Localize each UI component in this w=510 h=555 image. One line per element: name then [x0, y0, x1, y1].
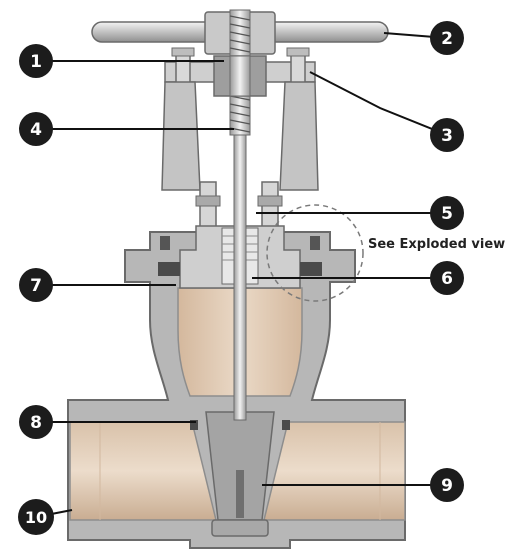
- stem-nut: [213, 55, 267, 97]
- callout-10: 10: [18, 499, 54, 535]
- yoke: [161, 47, 319, 191]
- callout-10-label: 10: [25, 508, 47, 527]
- callout-8-label: 8: [30, 413, 42, 433]
- callout-9: 9: [430, 468, 464, 502]
- callout-2: 2: [430, 21, 464, 55]
- callout-1-label: 1: [30, 52, 42, 72]
- callout-7-label: 7: [30, 276, 42, 296]
- seat-rings: [190, 420, 290, 430]
- callout-6-label: 6: [441, 269, 453, 289]
- bottom-cap: [211, 519, 269, 537]
- callout-2-label: 2: [441, 29, 453, 49]
- leader-lines: [35, 32, 448, 518]
- exploded-view-circle: [266, 204, 364, 302]
- callout-6: 6: [430, 261, 464, 295]
- callout-3-label: 3: [441, 126, 453, 146]
- pipe-ends: [69, 421, 406, 521]
- callout-7: 7: [19, 268, 53, 302]
- callout-3: 3: [430, 118, 464, 152]
- pressure-seal-rings: [158, 236, 322, 276]
- callout-8: 8: [19, 405, 53, 439]
- callout-4: 4: [19, 112, 53, 146]
- wedge-slot: [236, 470, 244, 518]
- callout-5: 5: [430, 196, 464, 230]
- callout-9-label: 9: [441, 476, 453, 496]
- callout-4-label: 4: [30, 120, 42, 140]
- exploded-view-note: See Exploded view: [368, 237, 505, 252]
- callout-5-label: 5: [441, 204, 453, 224]
- callout-1: 1: [19, 44, 53, 78]
